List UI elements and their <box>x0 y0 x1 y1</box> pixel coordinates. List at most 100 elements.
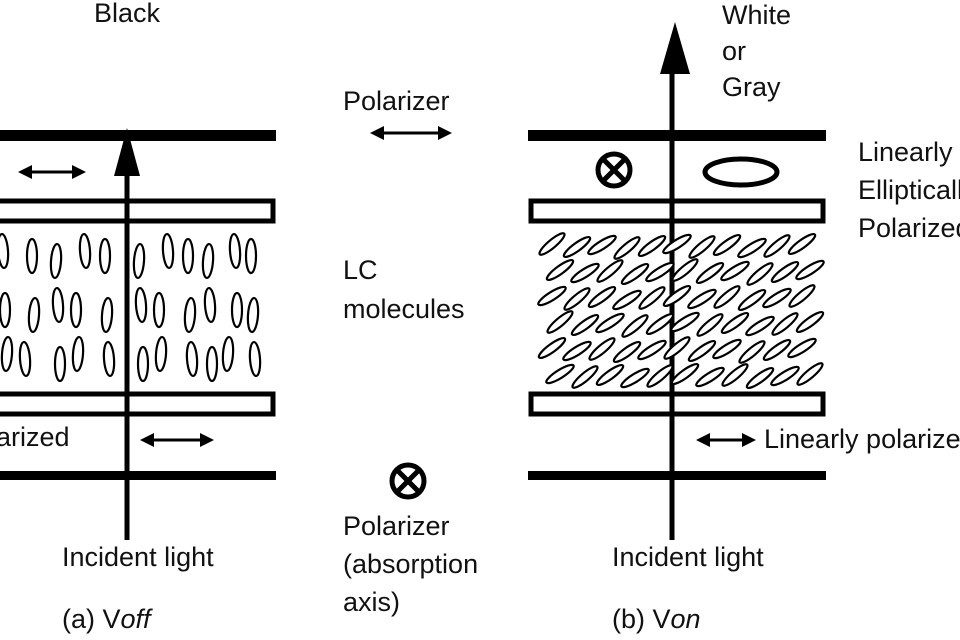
circled-x-icon <box>595 151 633 189</box>
lc-molecule-icon <box>244 237 258 275</box>
label-elliptically: Elliptically <box>858 175 960 205</box>
right-light-arrowhead <box>660 22 690 74</box>
lc-molecule-icon <box>663 336 691 360</box>
lc-molecule-icon <box>670 311 700 333</box>
lc-molecule-icon <box>662 284 692 308</box>
lc-molecule-icon <box>588 337 616 361</box>
lc-molecule-icon <box>248 340 262 378</box>
left-bottom-polarizer <box>0 471 276 480</box>
lc-molecule-icon <box>221 335 235 373</box>
lc-molecule-icon <box>201 242 215 280</box>
lc-molecule-icon <box>132 242 146 280</box>
right-lower-glass-plate <box>528 391 826 417</box>
double-headed-arrow-icon <box>696 433 756 447</box>
lc-molecule-icon <box>712 338 742 360</box>
lc-molecule-icon <box>695 261 725 285</box>
lc-molecule-icon <box>796 362 824 386</box>
lc-molecule-icon <box>587 285 617 309</box>
lc-molecule-icon <box>596 259 624 283</box>
label-polarizer-bottom: Polarizer <box>343 511 450 541</box>
double-headed-arrow-icon <box>18 165 86 179</box>
lc-molecule-icon <box>545 363 575 385</box>
label-gray: Gray <box>722 72 781 102</box>
label-left-polarized: arized <box>0 422 70 452</box>
lc-molecule-icon <box>595 312 625 334</box>
lc-molecule-icon <box>18 340 32 378</box>
lc-molecule-icon <box>637 234 667 258</box>
label-black: Black <box>94 0 161 28</box>
lc-molecule-icon <box>51 286 65 324</box>
lc-molecule-icon <box>613 236 641 260</box>
right-lc-molecules <box>537 232 825 390</box>
lc-molecule-icon <box>570 313 600 337</box>
left-lc-molecules <box>0 232 262 383</box>
lc-molecule-icon <box>696 313 724 337</box>
double-headed-arrow-icon <box>370 126 452 140</box>
right-top-polarizer <box>528 130 826 141</box>
lc-molecule-icon <box>100 296 114 334</box>
lc-molecule-icon <box>203 286 217 324</box>
lc-molecule-icon <box>762 287 792 309</box>
lc-molecule-icon <box>670 362 700 386</box>
lc-molecule-icon <box>98 237 112 275</box>
label-linearly: Linearly <box>858 137 953 167</box>
caption-b-sub: on <box>671 604 701 634</box>
lc-molecule-icon <box>185 340 199 378</box>
lc-molecule-icon <box>181 237 195 275</box>
lc-molecule-icon <box>228 232 242 270</box>
lc-molecule-icon <box>537 285 567 307</box>
label-axis: axis) <box>343 587 400 617</box>
lc-molecule-icon <box>763 234 791 258</box>
lc-molecule-icon <box>152 291 166 329</box>
left-light-arrowhead <box>114 128 140 176</box>
label-polarizer-top: Polarizer <box>343 86 450 116</box>
right-bottom-polarizer <box>528 471 826 480</box>
lc-molecule-icon <box>53 345 67 383</box>
lc-molecule-icon <box>695 366 725 388</box>
lc-molecule-icon <box>787 232 817 256</box>
lc-molecule-icon <box>745 366 775 390</box>
lc-molecule-icon <box>795 310 825 334</box>
lc-molecule-icon <box>788 284 816 308</box>
label-white: White <box>722 0 791 30</box>
caption-b: (b) Von <box>612 604 701 634</box>
caption-b-prefix: (b) V <box>612 604 671 634</box>
lc-molecule-icon <box>571 365 599 389</box>
lc-molecule-icon <box>687 288 717 310</box>
lc-molecule-icon <box>570 262 600 284</box>
lc-molecule-icon <box>645 261 675 283</box>
lc-molecule-icon <box>205 345 219 383</box>
lc-molecule-icon <box>771 312 799 336</box>
lc-molecule-icon <box>537 336 567 360</box>
ellipse-icon <box>702 156 780 188</box>
lc-molecule-icon <box>612 340 642 364</box>
lc-molecule-icon <box>183 296 197 334</box>
lc-molecule-icon <box>102 340 116 378</box>
lc-molecule-icon <box>645 312 675 336</box>
label-incident-light-right: Incident light <box>612 542 764 572</box>
lc-molecule-icon <box>646 364 674 388</box>
lc-molecule-icon <box>770 260 800 284</box>
lc-molecule-icon <box>621 314 649 338</box>
lc-molecule-icon <box>720 311 750 335</box>
lc-molecule-icon <box>637 339 667 361</box>
lc-molecule-icon <box>587 234 617 256</box>
lc-molecule-icon <box>0 232 10 270</box>
label-lc: LC <box>343 255 378 285</box>
lc-molecule-icon <box>720 260 750 282</box>
right-upper-glass-plate <box>528 198 826 224</box>
lc-molecule-icon <box>78 232 92 270</box>
label-incident-light-left: Incident light <box>62 542 214 572</box>
lc-molecule-icon <box>762 338 792 362</box>
label-molecules: molecules <box>343 294 465 324</box>
lc-molecule-icon <box>713 285 741 309</box>
lc-molecule-icon <box>688 235 716 259</box>
lc-molecule-icon <box>546 310 574 334</box>
lc-molecule-icon <box>770 365 800 387</box>
lc-molecule-icon <box>787 337 817 359</box>
lc-molecule-icon <box>49 242 63 280</box>
panel-off <box>0 128 276 540</box>
lc-molecule-icon <box>671 258 699 282</box>
lc-molecule-icon <box>721 363 749 387</box>
